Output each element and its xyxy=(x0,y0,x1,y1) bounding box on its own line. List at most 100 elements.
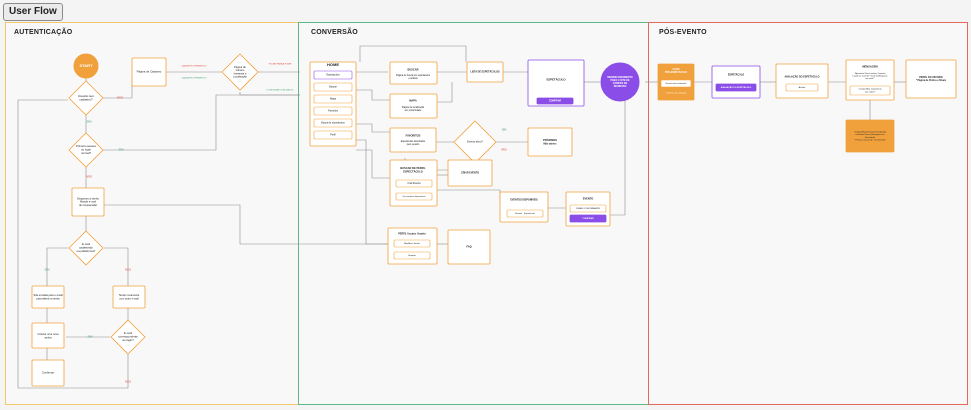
home-item-4[interactable] xyxy=(313,106,353,116)
label-no-1: NÃO xyxy=(117,95,124,100)
favoritos-node[interactable] xyxy=(389,127,437,153)
label-no-4: NÃO xyxy=(125,379,132,384)
card-pos-title-line-2: PÓS-ESPETÁCULO xyxy=(665,71,687,74)
decision-first-access[interactable] xyxy=(68,132,104,168)
home-item-label-2: Buscar xyxy=(329,86,337,89)
avaliar-label: Avaliar xyxy=(799,86,806,89)
forgot-password-node[interactable] xyxy=(71,187,105,217)
avaliar-item[interactable] xyxy=(785,83,819,92)
avaliacao-node[interactable] xyxy=(775,63,829,99)
decision-correct-email-label-line-3: ao login? xyxy=(122,338,134,342)
section-label-autenticacao: AUTENTICAÇÃO xyxy=(14,29,73,36)
decision-email[interactable] xyxy=(68,230,104,266)
espetaculo-node[interactable] xyxy=(527,59,585,107)
lista-label: LISTA DE ESPETÁCULOS xyxy=(470,71,500,74)
new-password-node[interactable] xyxy=(31,322,65,349)
frame-title[interactable]: User Flow xyxy=(3,3,63,21)
espetaculo-label: ESPETÁCULO xyxy=(546,77,566,82)
buscar-title: BUSCAR xyxy=(407,68,418,72)
perfil-senha-item[interactable] xyxy=(393,239,431,248)
proximos-label-line-1: PRÓXIMOS xyxy=(543,137,557,142)
home-item-label-4: Favoritos xyxy=(328,110,339,113)
eventos-disp-item[interactable] xyxy=(506,209,544,218)
eventos-disponiveis-title: EVENTOS DISPONÍVEIS xyxy=(510,199,538,202)
share-card-label-line-1: Compartilhamento personalizado xyxy=(854,130,887,133)
favoritos-sub-line-2: pelo usuário xyxy=(407,143,420,146)
decision-has-account[interactable] xyxy=(68,80,104,116)
start-node[interactable] xyxy=(73,53,99,79)
confirm-label: Confirmar xyxy=(42,371,54,375)
avaliacao-title: AVALIAÇÃO DO ESPETÁCULO xyxy=(784,76,819,79)
label-yes-1: SIM xyxy=(87,120,93,124)
pos-espetaculo-node[interactable] xyxy=(711,65,761,99)
card-pos-foot: * Sistema de avaliação xyxy=(665,92,687,95)
connector-evento-redir xyxy=(610,100,626,216)
email-sent-label-line-2: para alterar a senha xyxy=(36,296,60,300)
compartilhar-item[interactable] xyxy=(849,85,891,96)
perfil-usuario-node[interactable] xyxy=(905,59,957,99)
decision-first-access-label-line-1: Primeiro acesso xyxy=(76,144,96,148)
retry-email-node[interactable] xyxy=(112,285,146,309)
home-item-label-1: Espetáculos xyxy=(326,74,340,77)
comprar-button[interactable] xyxy=(536,97,574,105)
new-password-label-line-2: senha xyxy=(44,335,52,339)
label-no-5: NÃO xyxy=(501,147,507,152)
eventos-disponiveis-node[interactable] xyxy=(499,191,549,223)
ver-eventos-item[interactable] xyxy=(395,192,433,201)
home-item-5[interactable] xyxy=(313,118,353,128)
connector-home-mapa xyxy=(356,89,390,101)
confirm-node[interactable] xyxy=(31,359,65,387)
perfil-suporte-item[interactable] xyxy=(393,251,431,260)
mapa-sub-line-2: por proximidade xyxy=(405,109,422,112)
home-title: HOME xyxy=(327,62,339,67)
decision-correct-email[interactable] xyxy=(110,319,146,355)
mapa-sub-line-1: Página de localização xyxy=(402,106,425,109)
home-item-1[interactable] xyxy=(313,70,353,80)
favoritos-title: FAVORITOS xyxy=(406,134,421,138)
section-label-pos-evento: PÓS-EVENTO xyxy=(659,29,707,36)
pos-avaliacao-button[interactable] xyxy=(715,83,757,92)
redirect-node[interactable] xyxy=(600,62,640,102)
evento-info-item[interactable] xyxy=(569,204,607,213)
criar-evento-label: Criar Evento xyxy=(407,182,421,185)
connector-home-favoritos xyxy=(356,123,390,133)
mapa-title: MAPA xyxy=(409,99,417,103)
share-card-label-line-3: Facebook) xyxy=(865,137,876,139)
card-pos-item[interactable] xyxy=(660,79,692,88)
share-card-node[interactable] xyxy=(845,119,895,153)
home-item-3[interactable] xyxy=(313,94,353,104)
evento-comprar-label: COMPRAR xyxy=(582,217,594,220)
forgot-password-label-line-1: Esqueceu a senha xyxy=(77,196,99,200)
compartilhar-label-line-1: Compartilhar experiência xyxy=(858,88,882,91)
decision-has-account-label-line-1: Usuário tem xyxy=(78,94,95,98)
mensagem-title: MENSAGEM xyxy=(862,65,877,69)
connector-home-buscarperfil xyxy=(356,149,390,179)
faq-node[interactable] xyxy=(447,229,491,265)
retry-email-label-line-2: com outro e-mail xyxy=(119,296,139,300)
ver-eventos-label: Ver eventos disponíveis xyxy=(402,195,426,198)
card-pos-title-line-1: CARD xyxy=(673,68,680,71)
decision-email-label-line-2: cadastrado xyxy=(79,246,93,250)
comprar-label: COMPRAR xyxy=(549,100,562,103)
signup-redirect-label-a: CADASTRO PERMITIDO xyxy=(182,65,207,68)
buscar-node[interactable] xyxy=(389,61,438,85)
criar-evento-item[interactable] xyxy=(395,179,433,188)
connector-q3-no xyxy=(104,247,129,286)
lista-node[interactable] xyxy=(466,61,504,83)
redirect-label-line-2: PARA O SITE DE xyxy=(611,79,630,82)
connector-forgot-perfil xyxy=(103,204,388,245)
home-item-2[interactable] xyxy=(313,82,353,92)
home-item-6[interactable] xyxy=(313,130,353,140)
signup-page-node[interactable] xyxy=(131,57,167,87)
email-sent-node[interactable] xyxy=(31,285,65,309)
proximos-node[interactable] xyxy=(527,127,573,157)
perfil-usuario-label-line-2: * Página de Pontos e Níveis xyxy=(916,79,947,82)
criar-evento-node[interactable] xyxy=(447,159,493,187)
buscar-perfil-title-line-2: ESPECTÁCULO xyxy=(403,168,423,173)
mapa-node[interactable] xyxy=(389,93,438,119)
evento-comprar-button[interactable] xyxy=(569,214,607,223)
section-label-conversao: CONVERSÃO xyxy=(311,29,358,36)
decision-interests[interactable] xyxy=(221,53,259,91)
buscar-sub-line-2: e artistas xyxy=(408,77,418,80)
card-pos-item-label: Deixar uma avaliação xyxy=(665,82,687,85)
